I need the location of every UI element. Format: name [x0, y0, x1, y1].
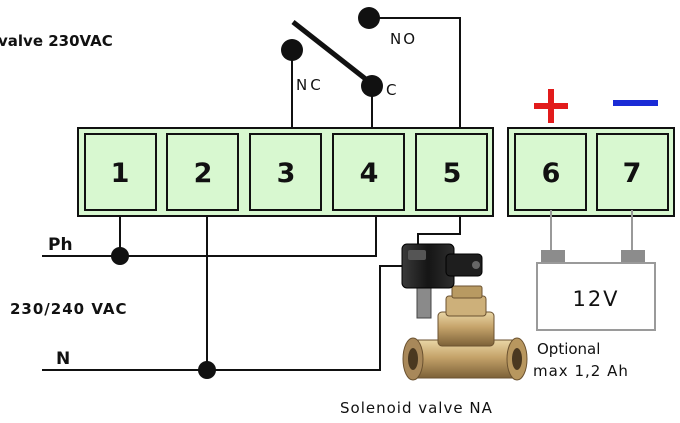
phase-junction	[111, 247, 129, 265]
mains-wiring: Ph N 230/240 VAC	[10, 216, 461, 379]
terminal-cell-3	[249, 133, 322, 211]
terminal-3-label: 3	[277, 158, 296, 189]
terminal-cell-5	[415, 133, 488, 211]
terminal-cell-4	[332, 133, 405, 211]
solenoid-valve-icon	[401, 243, 528, 381]
valve-caption: Solenoid valve NA	[340, 399, 493, 417]
battery: 12V Optional max 1,2 Ah	[533, 210, 656, 380]
terminal-6-label: 6	[542, 158, 561, 189]
terminal-2-label: 2	[194, 158, 213, 189]
terminal-1-label: 1	[111, 158, 130, 189]
terminal-block-battery: 6 7	[507, 127, 675, 217]
relay-switch: NC C NO	[281, 7, 461, 128]
voltage-label: 230/240 VAC	[10, 300, 128, 318]
phase-line	[42, 216, 377, 257]
switch-blade	[291, 20, 374, 86]
terminal-cell-2	[166, 133, 239, 211]
neutral-label: N	[56, 349, 70, 369]
diagram-title: valve 230VAC	[0, 32, 113, 50]
nc-label: NC	[296, 76, 324, 94]
battery-body	[536, 262, 656, 331]
polarity-minus-icon	[613, 100, 658, 106]
battery-note-optional: Optional	[537, 340, 600, 358]
terminal-block-main: 1 2 3 4 5	[77, 127, 494, 217]
valve-supply-wire	[417, 216, 461, 250]
neutral-line	[42, 265, 418, 371]
c-contact	[361, 75, 383, 97]
nc-contact	[281, 39, 303, 61]
no-label: NO	[390, 30, 417, 48]
battery-positive-post	[541, 250, 565, 263]
terminal-cell-1	[84, 133, 157, 211]
terminal-7-label: 7	[623, 158, 642, 189]
no-wire	[369, 17, 461, 128]
neutral-junction	[198, 361, 216, 379]
terminal-cell-7	[596, 133, 669, 211]
battery-voltage: 12V	[572, 287, 619, 311]
no-contact	[358, 7, 380, 29]
terminal-4-label: 4	[360, 158, 379, 189]
battery-note-capacity: max 1,2 Ah	[533, 362, 629, 380]
c-label: C	[386, 81, 396, 99]
terminal-cell-6	[514, 133, 587, 211]
battery-negative-post	[621, 250, 645, 263]
phase-label: Ph	[48, 235, 73, 255]
terminal-5-label: 5	[443, 158, 462, 189]
polarity-plus-icon	[534, 89, 568, 123]
